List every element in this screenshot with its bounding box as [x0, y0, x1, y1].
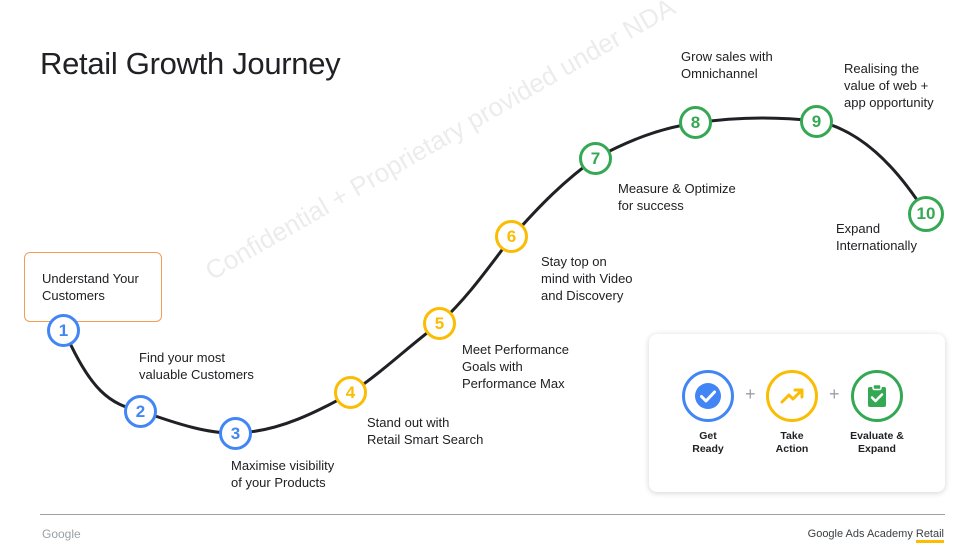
step-1-marker: 1 — [47, 314, 80, 347]
step-8-label: Grow sales with Omnichannel — [681, 49, 773, 81]
step-1-label: Understand Your Customers — [42, 271, 139, 303]
step-7-label: Measure & Optimize for success — [618, 181, 736, 213]
plus-separator-1: + — [745, 384, 756, 404]
evaluate-expand-icon — [851, 370, 903, 422]
highlight-box — [24, 252, 162, 322]
plus-separator-2: + — [829, 384, 840, 404]
step-3-label: Maximise visibility of your Products — [231, 458, 335, 490]
step-10-label: Expand Internationally — [836, 221, 917, 253]
step-5-marker: 5 — [423, 307, 456, 340]
step-2-marker: 2 — [124, 395, 157, 428]
legend-label-take-action: Take Action — [775, 430, 809, 455]
step-2-label: Find your most valuable Customers — [139, 350, 254, 382]
step-9-label: Realising the value of web + app opportu… — [844, 61, 934, 110]
take-action-icon — [766, 370, 818, 422]
step-9-marker: 9 — [800, 105, 833, 138]
step-8-marker: 8 — [679, 106, 712, 139]
footer-divider — [40, 514, 945, 515]
step-6-label: Stay top on mind with Video and Discover… — [541, 254, 633, 303]
footer-brand-accent: Retail — [915, 528, 944, 543]
trending-up-icon — [780, 388, 804, 404]
footer-google-logo: Google — [42, 527, 81, 541]
footer-brand: Google Ads Academy Retail — [807, 528, 944, 543]
step-3-marker: 3 — [219, 417, 252, 450]
checkmark-icon — [695, 383, 721, 409]
legend-label-evaluate-expand: Evaluate & Expand — [850, 430, 904, 455]
step-4-label: Stand out with Retail Smart Search — [367, 415, 484, 447]
legend-label-get-ready: Get Ready — [692, 430, 724, 455]
footer-brand-text: Google Ads Academy — [807, 528, 916, 540]
step-7-marker: 7 — [579, 142, 612, 175]
clipboard-check-icon — [868, 383, 886, 407]
get-ready-icon — [682, 370, 734, 422]
step-6-marker: 6 — [495, 220, 528, 253]
legend-card: + + Get Ready Take Action Evaluate & Exp… — [649, 334, 945, 492]
step-4-marker: 4 — [334, 376, 367, 409]
page-title: Retail Growth Journey — [40, 46, 341, 81]
step-5-label: Meet Performance Goals with Performance … — [462, 342, 569, 391]
step-10-marker: 10 — [908, 196, 944, 232]
